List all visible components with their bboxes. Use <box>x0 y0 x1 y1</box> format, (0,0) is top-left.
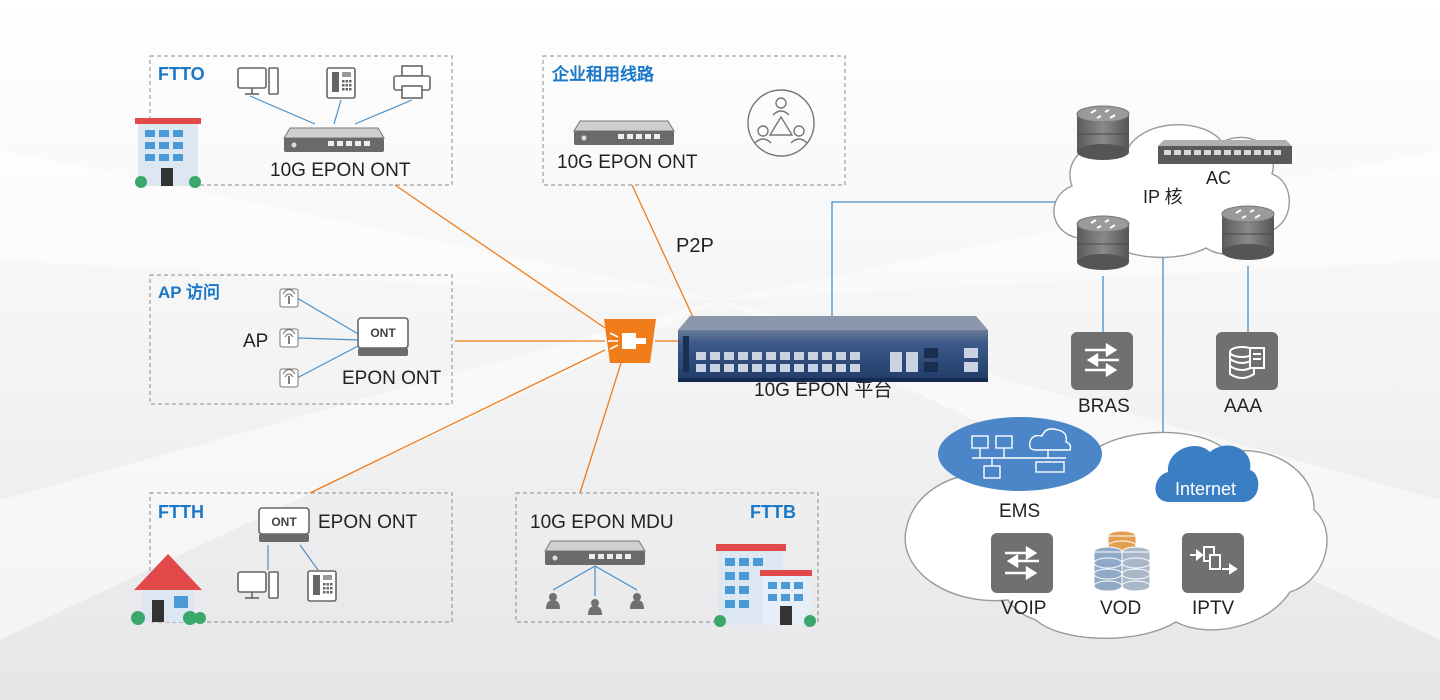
ont-badge: ONT <box>370 326 396 340</box>
ems-cloud <box>938 417 1102 491</box>
voip-icon <box>991 533 1053 593</box>
fttb-panel: 10G EPON MDU FTTB <box>515 492 819 627</box>
ftto-title: FTTO <box>158 64 205 84</box>
splitter-icon <box>604 319 656 363</box>
ap-access-panel: AP 访问 AP ONT EPON ONT <box>149 274 453 405</box>
blue-links <box>831 201 1249 436</box>
ftth-title: FTTH <box>158 502 204 522</box>
router-icon <box>1221 205 1275 261</box>
house-icon <box>131 554 206 625</box>
building-icon <box>714 544 816 627</box>
ftth-wires <box>267 544 319 571</box>
voip-label: VOIP <box>1001 598 1046 619</box>
enterprise-panel: 企业租用线路 10G EPON ONT <box>542 55 846 186</box>
ap-label: AP <box>243 331 268 352</box>
internet-cloud: Internet <box>1155 445 1259 502</box>
database-icon <box>1216 332 1278 390</box>
ftto-panel: FTTO 10G EPON ONT <box>135 55 453 188</box>
printer-icon <box>393 65 431 99</box>
ont-device-icon: ONT <box>258 507 310 542</box>
ap-icon <box>279 288 299 308</box>
router-icon <box>1076 105 1130 161</box>
p2p-label: P2P <box>676 235 714 257</box>
orange-links <box>309 184 699 494</box>
mdu-label: 10G EPON MDU <box>530 512 674 533</box>
aaa-label: AAA <box>1224 396 1262 417</box>
ftth-epon-label: EPON ONT <box>318 512 418 533</box>
mdu-wires <box>552 565 638 596</box>
ip-core-label: IP 核 <box>1143 187 1183 207</box>
ap-icon <box>279 328 299 348</box>
ap-icon <box>279 368 299 388</box>
ems-label: EMS <box>999 501 1040 522</box>
ap-access-title: AP 访问 <box>158 282 220 302</box>
platform-label: 10G EPON 平台 <box>754 379 892 401</box>
phone-icon <box>307 570 337 602</box>
ont-device-icon: ONT <box>357 317 409 356</box>
bras-icon <box>1071 332 1133 390</box>
ont-device-icon <box>544 540 646 565</box>
phone-icon <box>326 67 356 99</box>
enterprise-ont-label: 10G EPON ONT <box>557 152 698 173</box>
ont-device-icon <box>283 127 385 152</box>
building-icon <box>135 118 201 188</box>
ftth-panel: FTTH ONT EPON ONT <box>131 492 453 625</box>
fttb-title: FTTB <box>750 502 796 522</box>
ftto-ont-label: 10G EPON ONT <box>270 160 411 181</box>
iptv-label: IPTV <box>1192 598 1235 619</box>
ont-device-icon <box>573 120 675 145</box>
ac-label: AC <box>1206 168 1231 188</box>
router-icon <box>1076 215 1130 271</box>
server-icon <box>1093 530 1151 592</box>
ftto-wires <box>249 95 413 125</box>
iptv-icon <box>1182 533 1244 593</box>
ap-epon-label: EPON ONT <box>342 368 442 389</box>
internet-label: Internet <box>1175 479 1236 499</box>
enterprise-title: 企业租用线路 <box>551 64 655 84</box>
bras-label: BRAS <box>1078 396 1130 417</box>
ont-badge: ONT <box>271 515 297 529</box>
ip-core-cloud: IP 核 AC <box>1053 105 1292 271</box>
olt-device-icon <box>678 316 988 382</box>
ap-wires <box>296 297 361 379</box>
team-icon <box>747 89 815 157</box>
switch-icon <box>1158 140 1292 164</box>
vod-label: VOD <box>1100 598 1141 619</box>
